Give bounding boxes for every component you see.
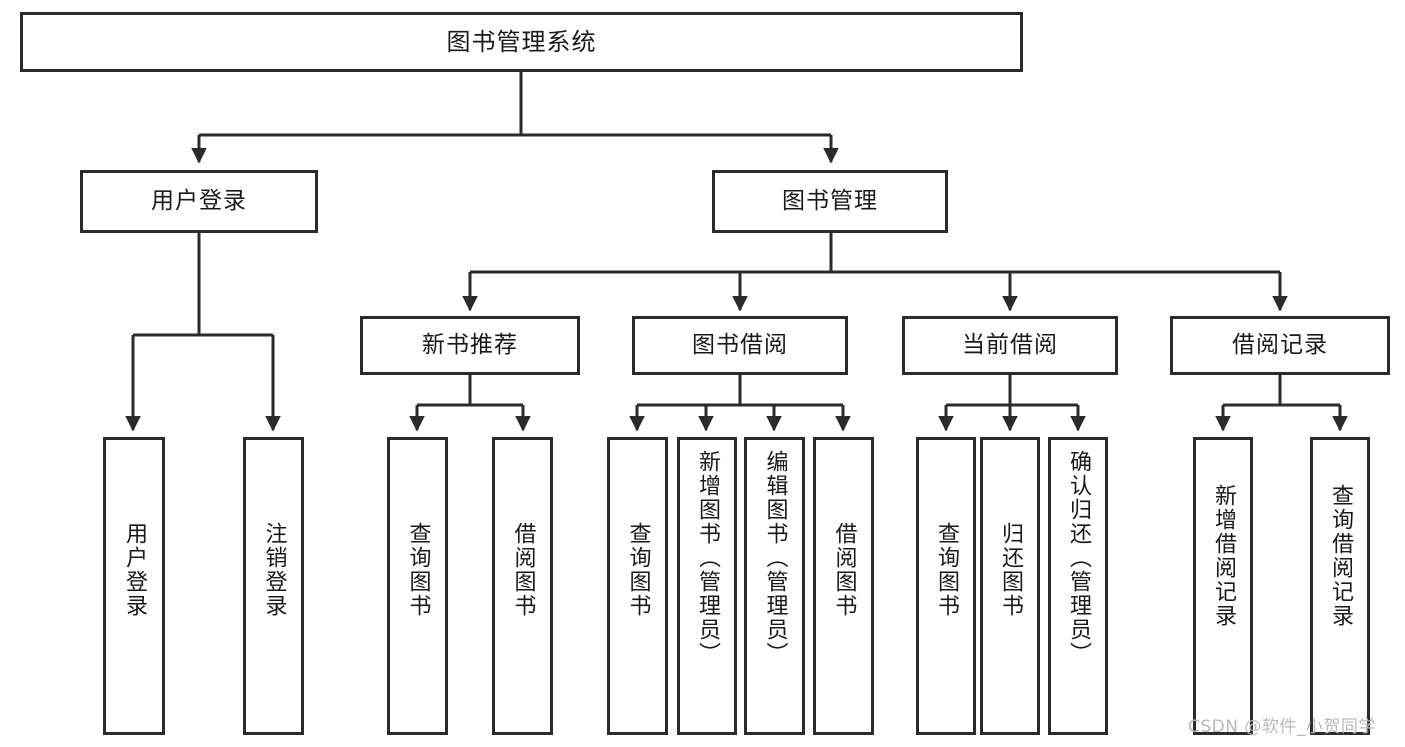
node-leaf-query-book-1-label: 查询图书 (405, 522, 431, 618)
node-book-manage[interactable]: 图书管理 (712, 170, 948, 233)
node-leaf-edit-book-label: 编辑图书（管理员） (762, 450, 788, 666)
node-leaf-user-login-label: 用户登录 (121, 522, 147, 618)
node-new-book-recommend[interactable]: 新书推荐 (360, 316, 580, 375)
node-leaf-query-book-1[interactable]: 查询图书 (387, 437, 448, 735)
node-root-system[interactable]: 图书管理系统 (20, 12, 1023, 72)
node-leaf-add-record-label: 新增借阅记录 (1210, 484, 1236, 628)
node-user-login-label: 用户登录 (151, 187, 247, 214)
node-leaf-borrow-book-1[interactable]: 借阅图书 (492, 437, 553, 735)
node-borrow-record[interactable]: 借阅记录 (1170, 316, 1390, 375)
node-leaf-query-record-label: 查询借阅记录 (1327, 484, 1353, 628)
node-current-borrow[interactable]: 当前借阅 (902, 316, 1118, 375)
node-leaf-borrow-book-2-label: 借阅图书 (831, 522, 857, 618)
node-book-manage-label: 图书管理 (782, 187, 878, 214)
node-leaf-user-logout[interactable]: 注销登录 (243, 437, 304, 735)
node-leaf-return-book[interactable]: 归还图书 (980, 437, 1040, 735)
node-leaf-query-book-2-label: 查询图书 (625, 522, 651, 618)
node-leaf-user-login[interactable]: 用户登录 (103, 437, 165, 735)
node-book-borrow[interactable]: 图书借阅 (632, 316, 848, 375)
node-new-book-recommend-label: 新书推荐 (422, 331, 518, 358)
node-leaf-query-record[interactable]: 查询借阅记录 (1310, 437, 1370, 735)
node-leaf-confirm-return[interactable]: 确认归还（管理员） (1048, 437, 1108, 735)
node-leaf-user-logout-label: 注销登录 (261, 522, 287, 618)
node-leaf-query-book-2[interactable]: 查询图书 (607, 437, 668, 735)
node-leaf-confirm-return-label: 确认归还（管理员） (1065, 450, 1091, 666)
node-leaf-add-record[interactable]: 新增借阅记录 (1193, 437, 1253, 735)
node-user-login[interactable]: 用户登录 (80, 170, 318, 233)
node-borrow-record-label: 借阅记录 (1232, 331, 1328, 358)
node-leaf-return-book-label: 归还图书 (997, 522, 1023, 618)
node-leaf-query-book-3[interactable]: 查询图书 (916, 437, 976, 735)
node-leaf-add-book[interactable]: 新增图书（管理员） (677, 437, 737, 735)
node-root-label: 图书管理系统 (446, 27, 597, 56)
node-leaf-query-book-3-label: 查询图书 (933, 522, 959, 618)
node-leaf-edit-book[interactable]: 编辑图书（管理员） (744, 437, 805, 735)
watermark-text: CSDN @软件_小贺同学 (1188, 717, 1376, 737)
node-book-borrow-label: 图书借阅 (692, 331, 788, 358)
node-current-borrow-label: 当前借阅 (962, 331, 1058, 358)
node-leaf-borrow-book-2[interactable]: 借阅图书 (813, 437, 874, 735)
node-leaf-add-book-label: 新增图书（管理员） (694, 450, 720, 666)
node-leaf-borrow-book-1-label: 借阅图书 (510, 522, 536, 618)
